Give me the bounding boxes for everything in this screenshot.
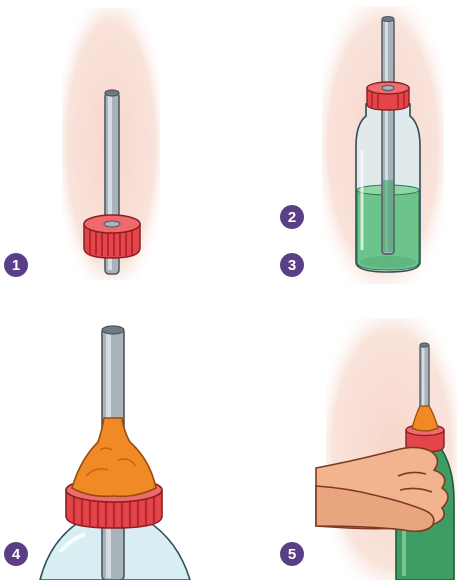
step-1-panel: 1 [0,0,228,290]
step-4-panel: 4 [0,290,228,580]
step-badge-3: 3 [280,253,304,277]
step-4-illustration [0,290,228,580]
step-badge-2: 2 [280,205,304,229]
step-5-illustration [228,290,457,580]
step-badge-5: 5 [280,542,304,566]
step-2-3-panel: 2 3 [228,0,457,290]
step-1-illustration [0,0,228,290]
step-badge-4: 4 [4,542,28,566]
step-5-panel: 5 [228,290,457,580]
step-2-3-illustration [228,0,457,290]
step-badge-1: 1 [4,253,28,277]
putty-seal [72,418,156,496]
red-cap [84,215,140,258]
red-cap [367,82,409,110]
